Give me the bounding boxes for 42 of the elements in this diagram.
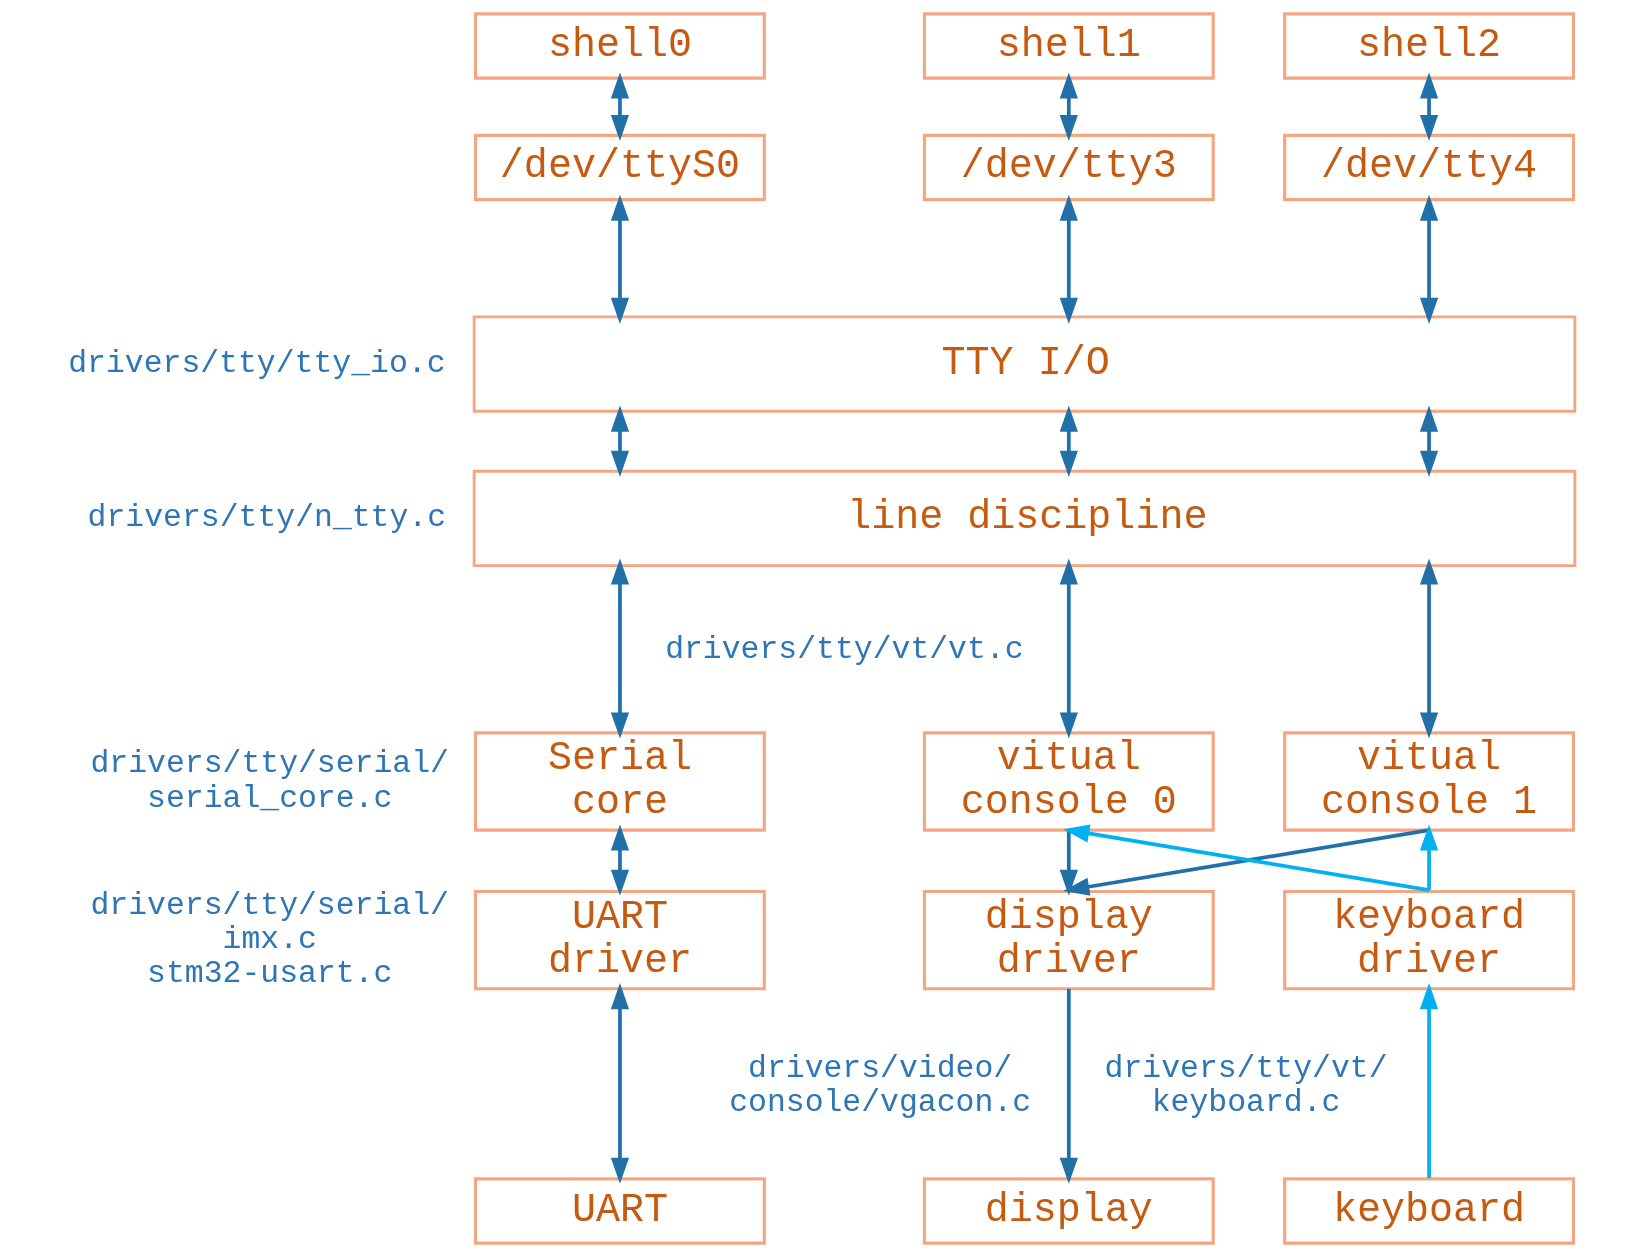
arrow (610, 824, 629, 896)
arrow (1419, 558, 1438, 739)
label: drivers/tty/serial/ imx.c stm32-usart.c (89, 887, 449, 992)
node-box: shell1 (922, 12, 1215, 80)
node-box: TTY I/O (472, 315, 1576, 413)
label: drivers/video/ console/vgacon.c (728, 1050, 1031, 1121)
node-box: /dev/tty3 (922, 133, 1215, 202)
label: drivers/tty/tty_io.c (67, 346, 445, 382)
node-box: shell2 (1282, 12, 1575, 80)
label: drivers/tty/vt/vt.c (664, 631, 1024, 667)
arrow (1419, 405, 1438, 477)
arrow (610, 72, 629, 141)
arrow (1059, 194, 1078, 324)
arrow (1419, 824, 1438, 891)
arrow (1419, 194, 1438, 324)
node-box: line discipline (472, 469, 1576, 568)
node-box: vitual console 0 (922, 731, 1215, 832)
arrow (1419, 983, 1438, 1179)
label: drivers/tty/vt/ keyboard.c (1104, 1050, 1388, 1121)
node-box: keyboard driver (1282, 889, 1575, 991)
label: drivers/tty/n_tty.c (87, 500, 446, 536)
node-box: /dev/tty4 (1282, 133, 1575, 202)
arrow (610, 405, 629, 477)
node-box: UART driver (473, 889, 766, 991)
arrow (1059, 558, 1078, 739)
node-box: display (922, 1177, 1215, 1245)
node-box: UART (473, 1177, 766, 1245)
arrow (610, 558, 629, 739)
node-box: vitual console 1 (1282, 731, 1575, 832)
arrow (1059, 988, 1078, 1184)
node-box: Serial core (473, 731, 766, 832)
arrow (1059, 830, 1078, 896)
arrow (610, 194, 629, 324)
arrow (1059, 405, 1078, 477)
arrow (1419, 72, 1438, 141)
node-box: /dev/ttyS0 (473, 133, 766, 202)
arrow (1059, 72, 1078, 141)
arrow (610, 983, 629, 1184)
node-box: keyboard (1282, 1177, 1575, 1245)
node-box: display driver (922, 889, 1215, 991)
node-box: shell0 (473, 12, 766, 80)
label: drivers/tty/serial/ serial_core.c (89, 746, 449, 816)
